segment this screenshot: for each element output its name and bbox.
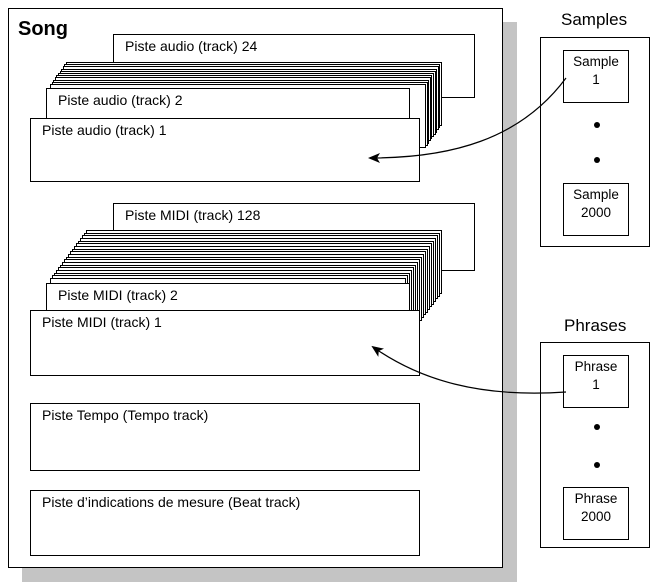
audio-track-2-label: Piste audio (track) 2 [58, 92, 183, 108]
samples-title: Samples [561, 10, 628, 29]
audio-track-top-label: Piste audio (track) 24 [125, 38, 258, 54]
phrase-2000-line1: Phrase [574, 491, 618, 506]
phrase-1-line2: 1 [592, 377, 600, 392]
beat-track: Piste d’indications de mesure (Beat trac… [30, 490, 420, 556]
tempo-track-label: Piste Tempo (Tempo track) [42, 407, 209, 423]
song-title: Song [18, 18, 68, 40]
phrases-ellipsis-dot-2 [594, 462, 600, 468]
sample-1-box: Sample 1 [563, 50, 629, 103]
sample-2000-box: Sample 2000 [563, 183, 629, 236]
sample-2000-line1: Sample [573, 187, 619, 202]
audio-track-1: Piste audio (track) 1 [30, 118, 420, 182]
tempo-track: Piste Tempo (Tempo track) [30, 403, 420, 471]
phrase-to-midi-arrow [371, 345, 567, 394]
sample-1-line1: Sample [573, 54, 619, 69]
midi-track-1-label: Piste MIDI (track) 1 [42, 314, 162, 330]
midi-track-1: Piste MIDI (track) 1 [30, 310, 420, 376]
sample-to-audio-arrow [368, 77, 567, 163]
midi-track-2-label: Piste MIDI (track) 2 [58, 287, 178, 303]
phrase-2000-box: Phrase 2000 [563, 487, 629, 540]
samples-ellipsis-dot-2 [594, 157, 600, 163]
sample-2000-line2: 2000 [580, 205, 612, 220]
phrases-ellipsis-dot-1 [594, 424, 600, 430]
phrase-2000-line2: 2000 [580, 509, 612, 524]
audio-track-1-label: Piste audio (track) 1 [42, 122, 167, 138]
phrases-title: Phrases [564, 316, 627, 335]
phrase-1-box: Phrase 1 [563, 355, 629, 408]
sample-1-line2: 1 [592, 72, 600, 87]
phrase-1-line1: Phrase [574, 359, 618, 374]
beat-track-label: Piste d’indications de mesure (Beat trac… [42, 494, 301, 510]
samples-ellipsis-dot-1 [594, 122, 600, 128]
midi-track-top-label: Piste MIDI (track) 128 [125, 207, 261, 223]
